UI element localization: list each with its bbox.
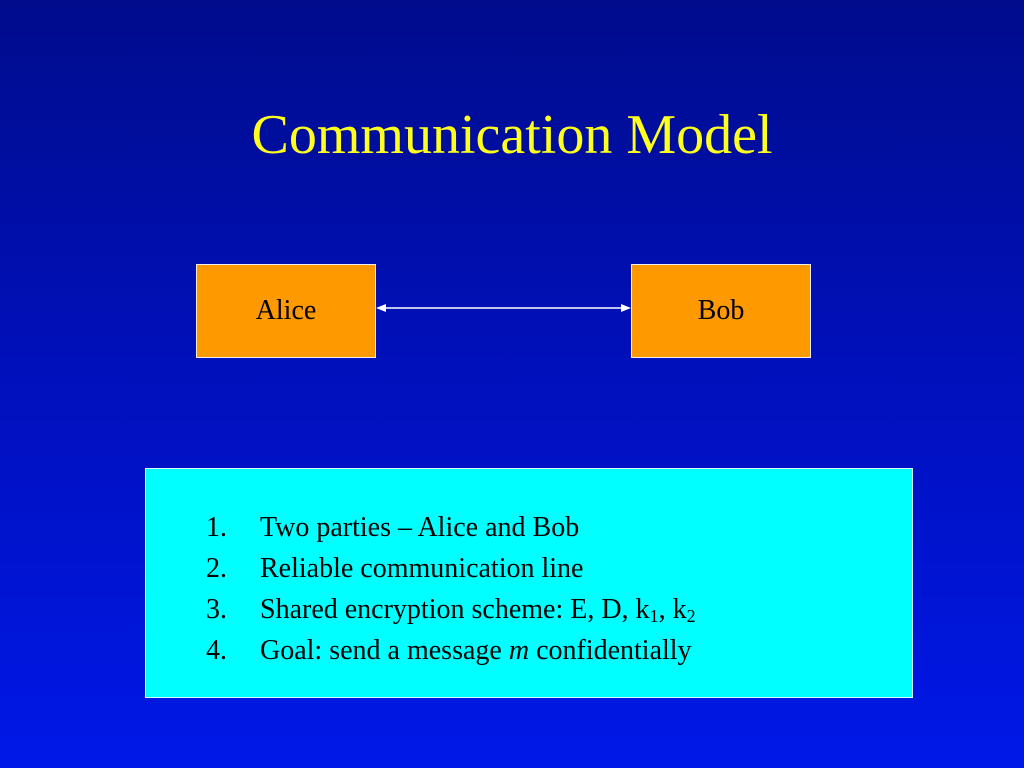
list-item-text: Goal: send a message m confidentially [260, 630, 692, 671]
list-item-text-prefix: Shared encryption scheme: E, D, k [260, 594, 650, 625]
list-item-text-middle: , k [658, 594, 687, 625]
assumptions-list: 1. Two parties – Alice and Bob 2. Reliab… [206, 507, 696, 671]
slide-title: Communication Model [251, 104, 773, 166]
list-item: 3. Shared encryption scheme: E, D, k1, k… [206, 589, 696, 630]
alice-box: Alice [196, 264, 376, 358]
alice-label: Alice [255, 295, 317, 326]
communication-channel-arrow [376, 304, 631, 312]
list-item: 2. Reliable communication line [206, 548, 696, 589]
list-item: 4. Goal: send a message m confidentially [206, 630, 696, 671]
list-item-number: 1. [206, 512, 227, 543]
list-item-number: 4. [206, 635, 227, 666]
bob-label: Bob [697, 295, 745, 326]
left-arrowhead-icon [376, 304, 386, 312]
key-subscript-1: 1 [649, 606, 659, 626]
right-arrowhead-icon [621, 304, 631, 312]
list-item-text: Reliable communication line [260, 553, 584, 584]
list-item-number: 2. [206, 553, 227, 584]
assumptions-box: 1. Two parties – Alice and Bob 2. Reliab… [145, 468, 913, 698]
list-item-text: Two parties – Alice and Bob [260, 512, 580, 543]
key-subscript-2: 2 [686, 606, 696, 626]
list-item: 1. Two parties – Alice and Bob [206, 507, 696, 548]
list-item-text: Shared encryption scheme: E, D, k1, k2 [260, 589, 696, 630]
message-variable: m [508, 635, 530, 666]
list-item-text-prefix: Goal: send a message [260, 635, 509, 666]
bob-box: Bob [631, 264, 811, 358]
list-item-text-suffix: confidentially [529, 635, 692, 666]
list-item-number: 3. [206, 594, 227, 625]
